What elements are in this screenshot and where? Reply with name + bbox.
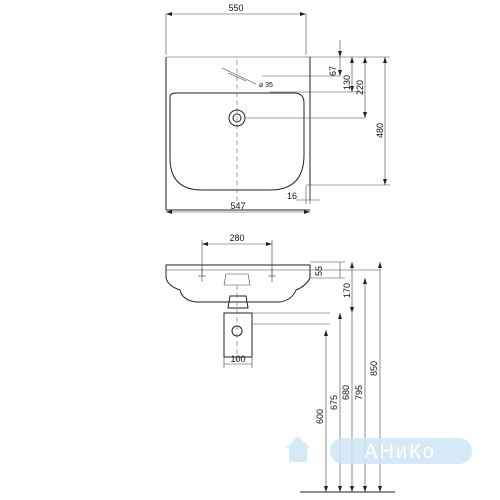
dim-mount-spacing: 280 <box>229 233 244 243</box>
house-icon <box>286 436 310 462</box>
dim-height-795: 795 <box>354 385 364 400</box>
basin-outline-front <box>165 264 311 303</box>
dim-height-675: 675 <box>329 395 339 410</box>
watermark-brand: АНиКо <box>364 441 436 463</box>
dim-rim-offset: 16 <box>287 191 297 201</box>
dim-depth-tap-center: 130 <box>342 75 352 90</box>
basin-bowl-top <box>169 92 305 191</box>
dim-depth-tap-hole: 67 <box>328 66 338 76</box>
dim-width-overall: 550 <box>228 3 243 13</box>
dim-depth-drain: 220 <box>355 80 365 95</box>
basin-outline-top <box>165 57 311 211</box>
front-view: 280 100 55 170 <box>165 233 395 493</box>
top-view: 550 ⌀ 35 547 16 6 <box>165 3 390 214</box>
dim-width-rim: 547 <box>230 201 245 211</box>
dim-height-850: 850 <box>369 361 379 376</box>
dim-bowl-depth: 170 <box>342 283 352 298</box>
dim-trap-width: 100 <box>230 354 245 364</box>
dim-height-600: 600 <box>315 409 325 424</box>
dim-depth-overall: 480 <box>375 123 385 138</box>
dim-height-680: 680 <box>341 385 351 400</box>
watermark-logo: АНиКо <box>286 436 472 464</box>
dim-tap-diameter: ⌀ 35 <box>259 82 273 89</box>
dim-rim-height: 55 <box>314 266 324 276</box>
